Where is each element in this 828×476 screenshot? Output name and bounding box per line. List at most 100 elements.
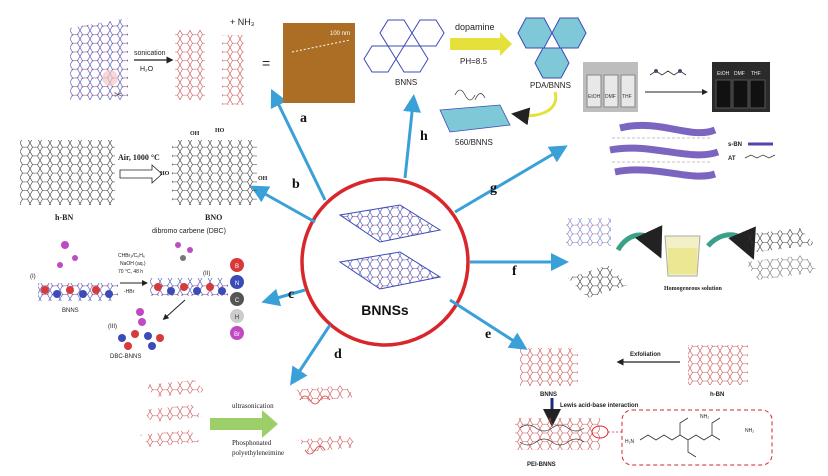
g-sheets [609,121,720,180]
f-sheet-right-1 [742,228,815,252]
c-label-ii: (II) [203,271,210,277]
f-sheets-top [566,218,611,246]
f-sheet-bottom [568,265,628,298]
g-molecule [649,69,687,76]
d-sheet-5 [298,435,358,452]
b-oh-2: OH [258,176,268,182]
label-f: f [512,264,517,279]
legend-h-dot [230,309,244,323]
panel-g: EtOH DMF THF EtOH DMF THF s-BN AT [583,62,776,180]
scissors-icon: ✂ [114,90,122,101]
panel-b: h-BN Air, 1000 °C OH HO OH HO BNO [20,128,268,222]
panel-d: ultrasonication Phosphonated polyethylen… [140,380,358,457]
c-dbc-molecule [150,242,228,296]
label-a: a [300,111,307,126]
legend-n-text: N [235,281,239,287]
h-yellow-arrow [450,32,512,56]
a-sheet-1 [70,18,128,100]
d-sheet-2 [142,405,202,422]
a-reaction-bottom: H₂O [140,66,154,73]
label-d: d [334,347,342,362]
legend-h-text: H [235,315,239,321]
c-legend: B N C H Br [230,258,244,340]
c-dbc-bnns-molecule [118,308,164,350]
h-bnns-hex [363,19,445,73]
g-vial-label-3: THF [622,94,632,100]
b-hbn-structure [20,140,115,205]
e-h2n: H₂N [625,439,635,445]
center-sheets [338,204,442,290]
c-cond-2: NaOH (aq.) [120,261,146,267]
h-pda-hex [517,17,587,79]
g-vial-label-4: EtOH [717,71,730,77]
a-equals: = [262,55,270,71]
label-g: g [490,181,497,196]
c-cond-1: CHBr₃/C₆H₆ [118,253,145,259]
panel-c: dibromo carbene (DBC) (I) BNNS CHBr₃/C₆H… [30,228,244,360]
h-ts-sheet [439,104,511,133]
b-ho-2: HO [160,171,170,177]
d-sheet-1 [145,380,205,397]
spoke-arrows [250,88,569,386]
label-c: c [288,287,294,302]
b-left-label: h-BN [55,213,73,222]
c-label-iii: (III) [108,324,117,330]
legend-b-text: B [235,264,239,270]
a-afm-image [283,23,355,103]
c-title: dibromo carbene (DBC) [152,228,226,235]
f-caption: Homogeneous solution [664,286,723,292]
d-sheet-4 [295,385,355,402]
arrow-d [290,324,332,386]
arrow-e [449,298,528,350]
d-line-3: polyethyleneimine [232,449,284,457]
b-bno-structure [172,140,257,205]
arrow-b [250,185,316,224]
c-cond-4: -HBr [124,289,135,295]
b-ho-1: HO [215,128,225,134]
a-reaction-top: sonication [134,50,166,57]
b-reagent: Air, 1000 °C [118,153,160,162]
f-sheet-right-2 [745,255,818,280]
center-node: BNNSs [300,177,470,347]
arrow-h [403,94,421,179]
e-exfoliation: Exfoliation [630,352,661,358]
a-sheet-2 [175,30,205,100]
e-pei-structure-box [621,409,773,466]
h-bnns-label: BNNS [395,78,417,87]
h-ts-label: 560/BNNS [455,138,493,147]
d-sheet-3 [140,430,200,447]
c-bnns-molecule [38,241,118,301]
h-reagent: dopamine [455,22,495,32]
h-ph: PH=8.5 [460,57,487,66]
legend-c-dot [230,292,244,306]
g-vial-label-1: EtOH [588,94,601,100]
e-bnns-sheets [520,348,578,386]
e-bnns-label: BNNS [540,392,557,398]
c-dbc-bnns-label: DBC-BNNS [110,354,141,360]
d-line-1: ultrasonication [232,402,274,410]
g-sbn-label: s-BN [728,142,742,148]
g-vial-label-5: DMF [734,71,745,77]
a-scale-text: 100 nm [330,31,350,37]
d-line-2: Phosphonated [232,439,272,447]
arrow-g [454,145,568,214]
legend-c-text: C [235,298,240,304]
panel-a: ✂ sonication H₂O + NH₃ = 100 nm [70,17,355,105]
c-cond-3: 70 °C, 48 h [118,269,143,275]
legend-b-dot [230,258,244,272]
g-at-label: AT [728,156,736,162]
e-amine-1: NH₂ [745,428,754,434]
e-pei-label: PEI-BNNS [527,462,556,468]
c-label-i: (I) [30,274,36,280]
g-vial-label-2: DMF [605,94,616,100]
b-oh-1: OH [190,131,200,137]
a-plus-text: + NH₃ [230,17,255,27]
panel-h: BNNS dopamine PH=8.5 PDA/BNNS 560/BNNS [363,17,587,147]
panel-e: BNNS Exfoliation h-BN Lewis acid-base in… [515,345,773,468]
g-vial-label-6: THF [751,71,761,77]
e-hbn-label: h-BN [710,392,724,398]
a-sheet-3 [222,35,244,105]
legend-n-dot [230,275,244,289]
panel-f: Homogeneous solution [566,218,818,298]
